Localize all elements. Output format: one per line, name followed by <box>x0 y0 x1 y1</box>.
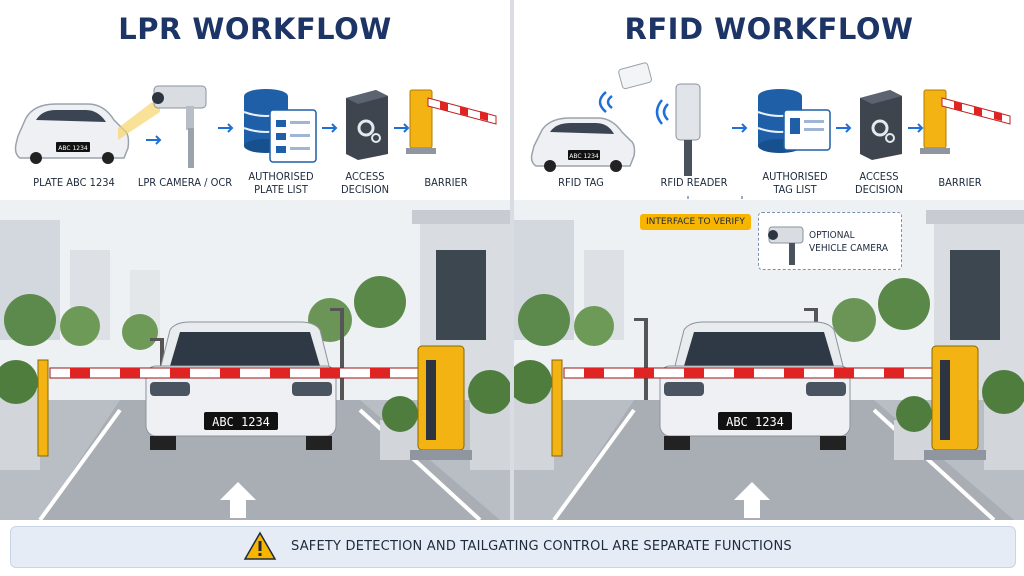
tree-icon <box>518 278 930 346</box>
arrow-icon <box>322 123 338 133</box>
lpr-workflow-icons: ABC 1234 <box>14 85 497 168</box>
optional-camera-label: OPTIONAL VEHICLE CAMERA <box>809 230 888 254</box>
arrow-icon <box>394 123 410 133</box>
camera-beam <box>118 96 160 140</box>
car-icon: ABC 1234 <box>14 103 130 164</box>
gear-server-icon <box>860 90 902 160</box>
car-front: ABC 1234 <box>145 321 337 450</box>
rfid-card-icon <box>618 62 652 90</box>
arrow-icon <box>908 123 924 133</box>
optional-camera-box: OPTIONAL VEHICLE CAMERA <box>758 212 902 270</box>
panel-divider <box>510 0 514 520</box>
step-barrier-label: BARRIER <box>424 176 468 189</box>
step-decision-label: ACCESS DECISION <box>854 170 904 196</box>
arrow-icon <box>732 123 748 133</box>
barrier-icon <box>920 89 1011 154</box>
database-list-icon <box>243 89 317 163</box>
car-icon: ABC 1234 <box>530 117 636 172</box>
icon-plate-text: ABC 1234 <box>569 153 599 160</box>
interface-to-verify-tag: INTERFACE TO VERIFY <box>640 214 751 230</box>
rfid-workflow-icons: ABC 1234 <box>530 62 1011 227</box>
arrow-icon <box>836 123 852 133</box>
database-list-icon <box>757 89 831 153</box>
safety-banner: SAFETY DETECTION AND TAILGATING CONTROL … <box>10 526 1016 568</box>
rfid-panel: RFID WORKFLOW ABC 1234 <box>514 0 1024 520</box>
barrier-icon <box>406 89 497 154</box>
step-list-label: AUTHORISED PLATE LIST <box>248 170 314 196</box>
car-front: ABC 1234 <box>659 321 851 450</box>
wifi-signal-icon <box>598 91 613 113</box>
arrow-icon <box>218 123 234 133</box>
step-reader-label: RFID READER <box>660 176 728 189</box>
rfid-title: RFID WORKFLOW <box>624 12 914 46</box>
lpr-panel: LPR WORKFLOW ABC 1234 <box>0 0 510 520</box>
lpr-car-plate: ABC 1234 <box>212 415 270 429</box>
step-plate-label: PLATE ABC 1234 <box>33 176 115 189</box>
arrow-icon <box>146 135 162 145</box>
lpr-title: LPR WORKFLOW <box>118 12 392 46</box>
step-decision-label: ACCESS DECISION <box>340 170 390 196</box>
safety-warning-text: SAFETY DETECTION AND TAILGATING CONTROL … <box>291 539 792 554</box>
step-barrier-label: BARRIER <box>938 176 982 189</box>
rfid-reader-icon <box>655 83 701 176</box>
step-tag-label: RFID TAG <box>558 176 604 189</box>
step-camera-label: LPR CAMERA / OCR <box>137 176 233 189</box>
rfid-car-plate: ABC 1234 <box>726 415 784 429</box>
gear-server-icon <box>346 90 388 160</box>
icon-plate-text: ABC 1234 <box>58 145 88 152</box>
warning-icon <box>243 531 277 560</box>
step-list-label: AUTHORISED TAG LIST <box>762 170 828 196</box>
camera-icon <box>768 226 804 265</box>
lpr-camera-icon <box>152 85 207 168</box>
lpr-scene: ABC 1234 <box>0 200 510 520</box>
